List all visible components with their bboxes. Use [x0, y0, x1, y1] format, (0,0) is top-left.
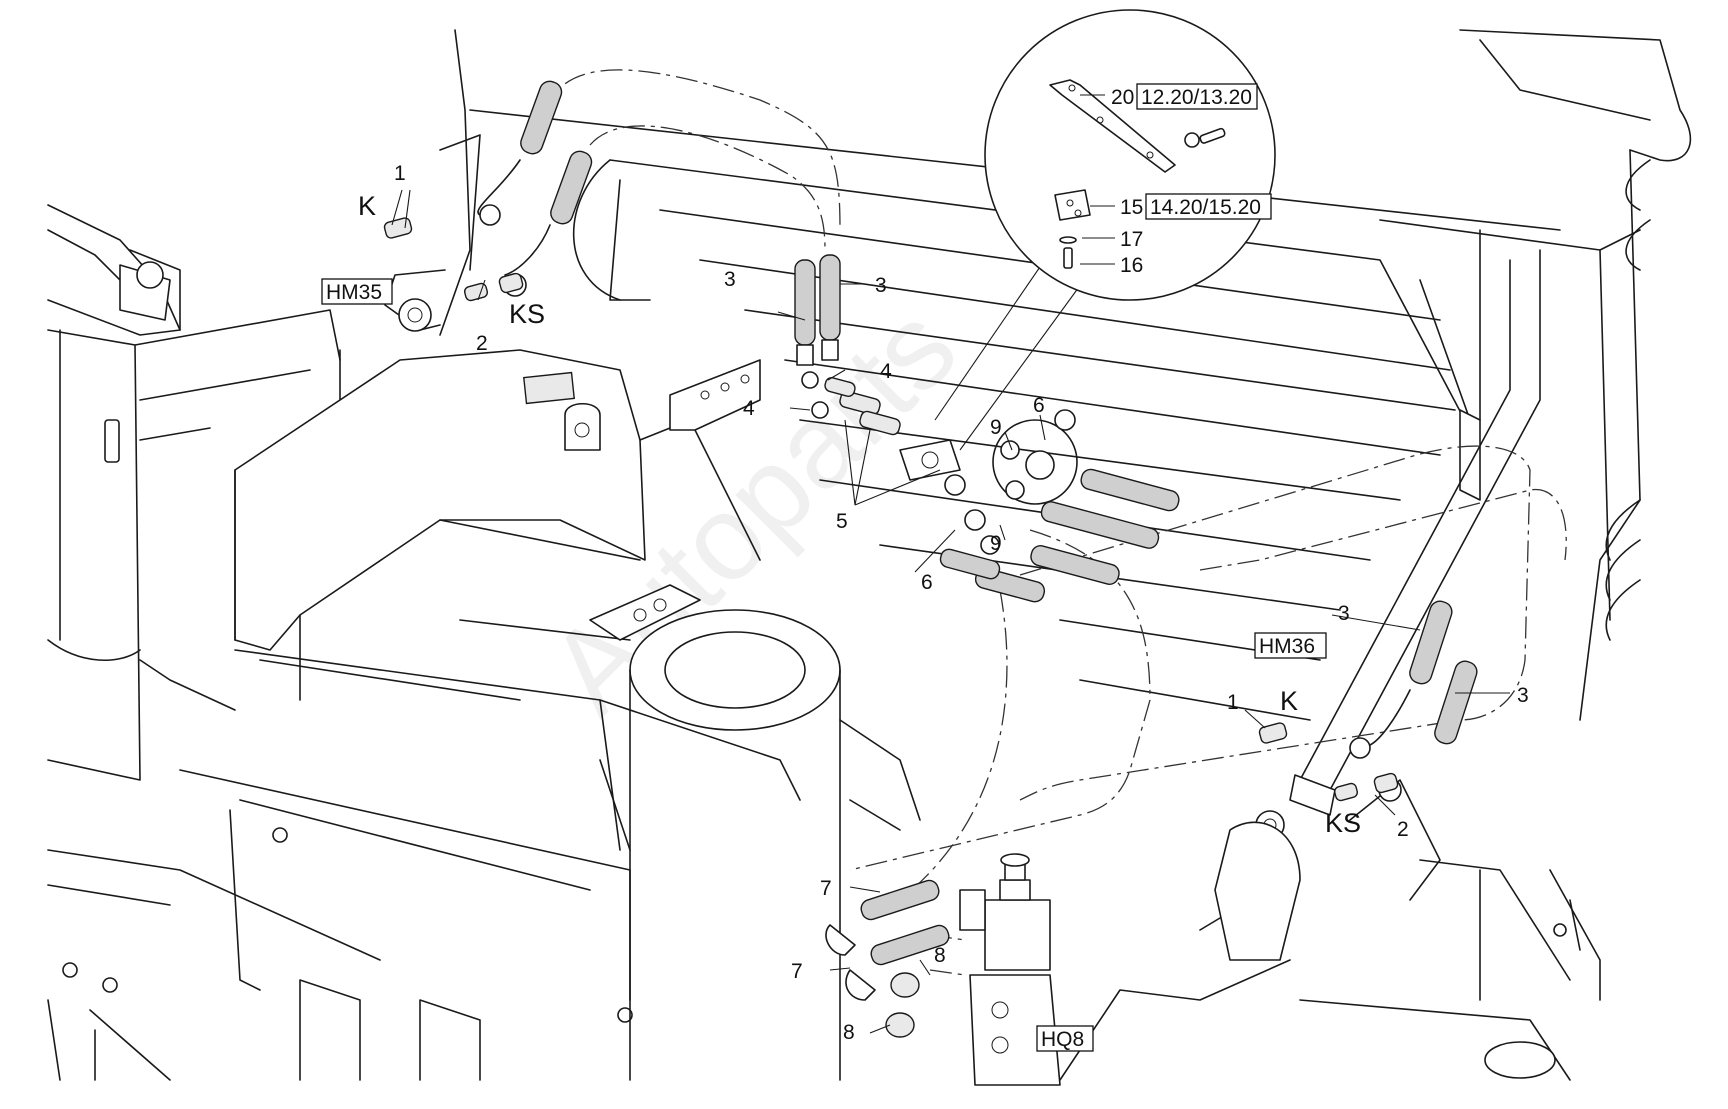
lower-hoses-and-valve	[825, 853, 1061, 1086]
code-hm35: HM35	[326, 281, 382, 304]
callout-1-right: 1	[1227, 691, 1239, 714]
callout-8-b: 8	[843, 1021, 855, 1044]
code-k-left: K	[358, 191, 376, 221]
left-clip	[104, 419, 120, 463]
callout-16: 16	[1120, 254, 1143, 277]
callout-20: 20	[1111, 86, 1134, 109]
k-ks-fittings	[383, 217, 1399, 802]
callout-1-left: 1	[394, 162, 406, 185]
callout-15: 15	[1120, 196, 1143, 219]
callout-labels: 1 K HM35 KS 2 3 3 4 4 5 6 6 9 9 3 3 HM36…	[321, 83, 1529, 1052]
hose-3-center	[794, 254, 841, 366]
code-k-right: K	[1280, 686, 1298, 716]
hose-3-upper-left	[477, 80, 593, 297]
bolt	[617, 1007, 633, 1023]
callout-3-a: 3	[724, 268, 736, 291]
callout-7-a: 7	[820, 877, 832, 900]
label-plate	[523, 371, 575, 405]
callout-3-b: 3	[875, 274, 887, 297]
callout-7-b: 7	[791, 960, 803, 983]
bolt	[102, 977, 118, 993]
callout-3-c: 3	[1338, 602, 1350, 625]
code-ks-right: KS	[1325, 808, 1361, 838]
leader-lines	[391, 94, 1510, 1034]
callout-5: 5	[836, 510, 848, 533]
callout-8-a: 8	[934, 944, 946, 967]
right-cylinder-arm	[1199, 249, 1581, 1001]
hoses-9	[939, 468, 1180, 603]
fittings	[801, 371, 1078, 555]
callout-4-a: 4	[880, 360, 892, 383]
detail-view-circle	[934, 9, 1276, 451]
tank-block	[234, 349, 801, 851]
cab-roof	[1379, 29, 1692, 721]
code-hm35-box: HM35	[321, 278, 393, 305]
code-hq8-box: HQ8	[1036, 1025, 1094, 1052]
callout-2-right: 2	[1397, 818, 1409, 841]
bracket-20	[1049, 79, 1176, 173]
right-lower-frame	[1059, 869, 1601, 1081]
callout-6-a: 6	[1033, 394, 1045, 417]
ref-1220: 12.20/13.20	[1141, 86, 1252, 109]
code-ks-left: KS	[509, 299, 545, 329]
bolt	[62, 962, 78, 978]
callout-2-left: 2	[476, 332, 488, 355]
swivel-column	[589, 584, 921, 1081]
upper-left-cylinder-mount	[119, 29, 1561, 479]
left-frame-structure	[47, 204, 633, 1081]
callout-9-a: 9	[990, 416, 1002, 439]
ref-1420: 14.20/15.20	[1150, 196, 1261, 219]
callout-4-b: 4	[743, 397, 755, 420]
callout-3-d: 3	[1517, 684, 1529, 707]
callout-6-b: 6	[921, 571, 933, 594]
callout-9-b: 9	[990, 532, 1002, 555]
ref-1420-box: 14.20/15.20	[1145, 193, 1272, 220]
callout-17: 17	[1120, 228, 1143, 251]
bolt	[272, 827, 288, 843]
code-hm36-box: HM36	[1254, 632, 1327, 659]
code-hq8: HQ8	[1041, 1028, 1084, 1051]
code-hm36: HM36	[1259, 635, 1315, 658]
ref-1220-box: 12.20/13.20	[1136, 83, 1258, 110]
pivot-eye	[398, 298, 432, 332]
